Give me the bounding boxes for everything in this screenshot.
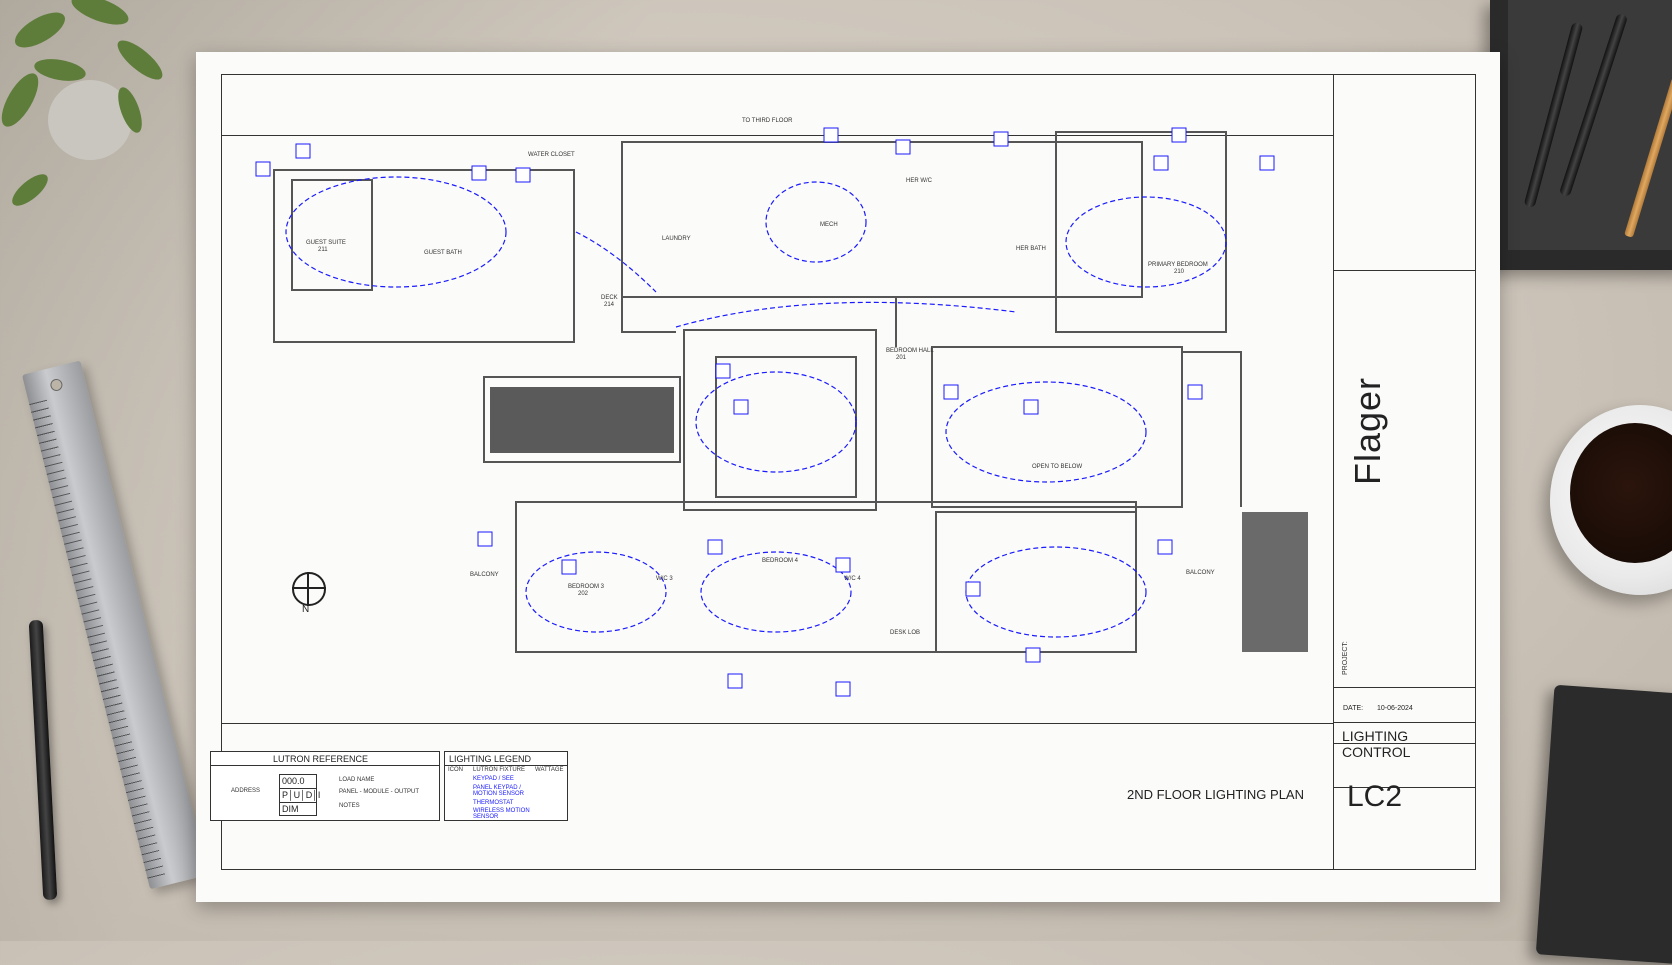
pen-tray bbox=[1490, 0, 1672, 270]
reference-note: LOAD NAME bbox=[339, 777, 375, 783]
title-block-divider bbox=[1333, 75, 1334, 869]
room-label: DECK bbox=[601, 295, 618, 301]
room-label: W/C 4 bbox=[844, 576, 861, 582]
address-label: ADDRESS bbox=[231, 788, 261, 794]
room-label: TO THIRD FLOOR bbox=[742, 118, 793, 124]
room-label: MECH bbox=[820, 222, 838, 228]
potted-plant bbox=[1, 0, 163, 206]
stair-terrace bbox=[1242, 512, 1308, 652]
lighting-legend-title: LIGHTING LEGEND bbox=[449, 754, 532, 764]
top-rule bbox=[222, 135, 1333, 136]
address-row: 000.0 bbox=[280, 775, 316, 789]
room-label: PRIMARY BEDROOM bbox=[1148, 262, 1208, 268]
room-label: HER W/C bbox=[906, 178, 932, 184]
lighting-circuits bbox=[285, 176, 1227, 638]
coffee bbox=[1570, 423, 1672, 563]
bottom-rule bbox=[222, 723, 1333, 724]
title-block-rule bbox=[1333, 722, 1475, 723]
room-label: GUEST BATH bbox=[424, 250, 462, 256]
date-label: DATE: bbox=[1343, 705, 1364, 712]
room-label: HER BATH bbox=[1016, 246, 1046, 252]
room-label: OPEN TO BELOW bbox=[1032, 464, 1083, 470]
pen-tray-inner bbox=[1508, 0, 1672, 250]
title-block-rule bbox=[1333, 743, 1475, 744]
address-block: 000.0 P│U│D│I DIM bbox=[279, 774, 320, 816]
room-label: LAUNDRY bbox=[662, 236, 691, 242]
lutron-reference-box: LUTRON REFERENCE ADDRESS 000.0 P│U│D│I D… bbox=[210, 751, 440, 821]
walls bbox=[273, 131, 1242, 653]
sheet-border: Flager PROJECT: DATE: 10-06-2024 LIGHTIN… bbox=[210, 74, 1476, 870]
floor-plan bbox=[255, 127, 1308, 697]
room-label: DESK LOB bbox=[890, 630, 921, 636]
north-arrow bbox=[292, 572, 326, 606]
title-block-rule bbox=[1333, 687, 1475, 688]
lighting-legend-box: LIGHTING LEGEND ICON LUTRON FIXTURE WATT… bbox=[444, 751, 568, 821]
legend-item: WIRELESS MOTION SENSOR bbox=[473, 808, 530, 820]
legend-header: WATTAGE bbox=[535, 767, 564, 773]
load-tags bbox=[255, 127, 1275, 697]
discipline-label: LIGHTING CONTROL bbox=[1342, 728, 1411, 760]
reference-note: PANEL - MODULE - OUTPUT bbox=[339, 789, 420, 795]
drawing-sheet: Flager PROJECT: DATE: 10-06-2024 LIGHTIN… bbox=[196, 52, 1500, 902]
legend-divider bbox=[445, 765, 567, 766]
room-number: 202 bbox=[578, 591, 589, 597]
room-number: 201 bbox=[896, 355, 907, 361]
room-label: BEDROOM 3 bbox=[568, 584, 605, 590]
legend-header: ICON bbox=[448, 767, 463, 773]
date-value: 10-06-2024 bbox=[1377, 705, 1413, 712]
lutron-divider bbox=[211, 765, 439, 766]
pool bbox=[490, 387, 674, 453]
title-block-rule bbox=[1333, 270, 1475, 271]
address-row: P│U│D│I bbox=[280, 789, 320, 803]
plan-title: 2ND FLOOR LIGHTING PLAN bbox=[1127, 787, 1304, 802]
legend-item: KEYPAD / SEE bbox=[473, 776, 514, 782]
legend-item: PANEL KEYPAD / MOTION SENSOR bbox=[473, 785, 525, 797]
north-label: N bbox=[302, 604, 310, 615]
title-block-rule bbox=[1333, 787, 1475, 788]
room-label: BALCONY bbox=[1186, 570, 1215, 576]
room-label: W/C 3 bbox=[656, 576, 673, 582]
notebook bbox=[1535, 684, 1672, 965]
room-label: GUEST SUITE bbox=[306, 240, 346, 246]
legend-header: LUTRON FIXTURE bbox=[473, 767, 526, 773]
reference-note: NOTES bbox=[339, 803, 360, 809]
room-label: BEDROOM 4 bbox=[762, 558, 799, 564]
lutron-reference-title: LUTRON REFERENCE bbox=[273, 754, 369, 764]
room-number: 211 bbox=[318, 247, 328, 253]
address-row: DIM bbox=[282, 804, 299, 814]
room-number: 210 bbox=[1174, 269, 1185, 275]
legend-item: THERMOSTAT bbox=[473, 800, 514, 806]
room-number: 214 bbox=[604, 302, 615, 308]
room-label: BALCONY bbox=[470, 572, 499, 578]
ruler-hole bbox=[49, 377, 64, 393]
room-label: BEDROOM HALL bbox=[886, 348, 934, 354]
room-label: WATER CLOSET bbox=[528, 152, 575, 158]
sheet-number: LC2 bbox=[1347, 780, 1403, 813]
